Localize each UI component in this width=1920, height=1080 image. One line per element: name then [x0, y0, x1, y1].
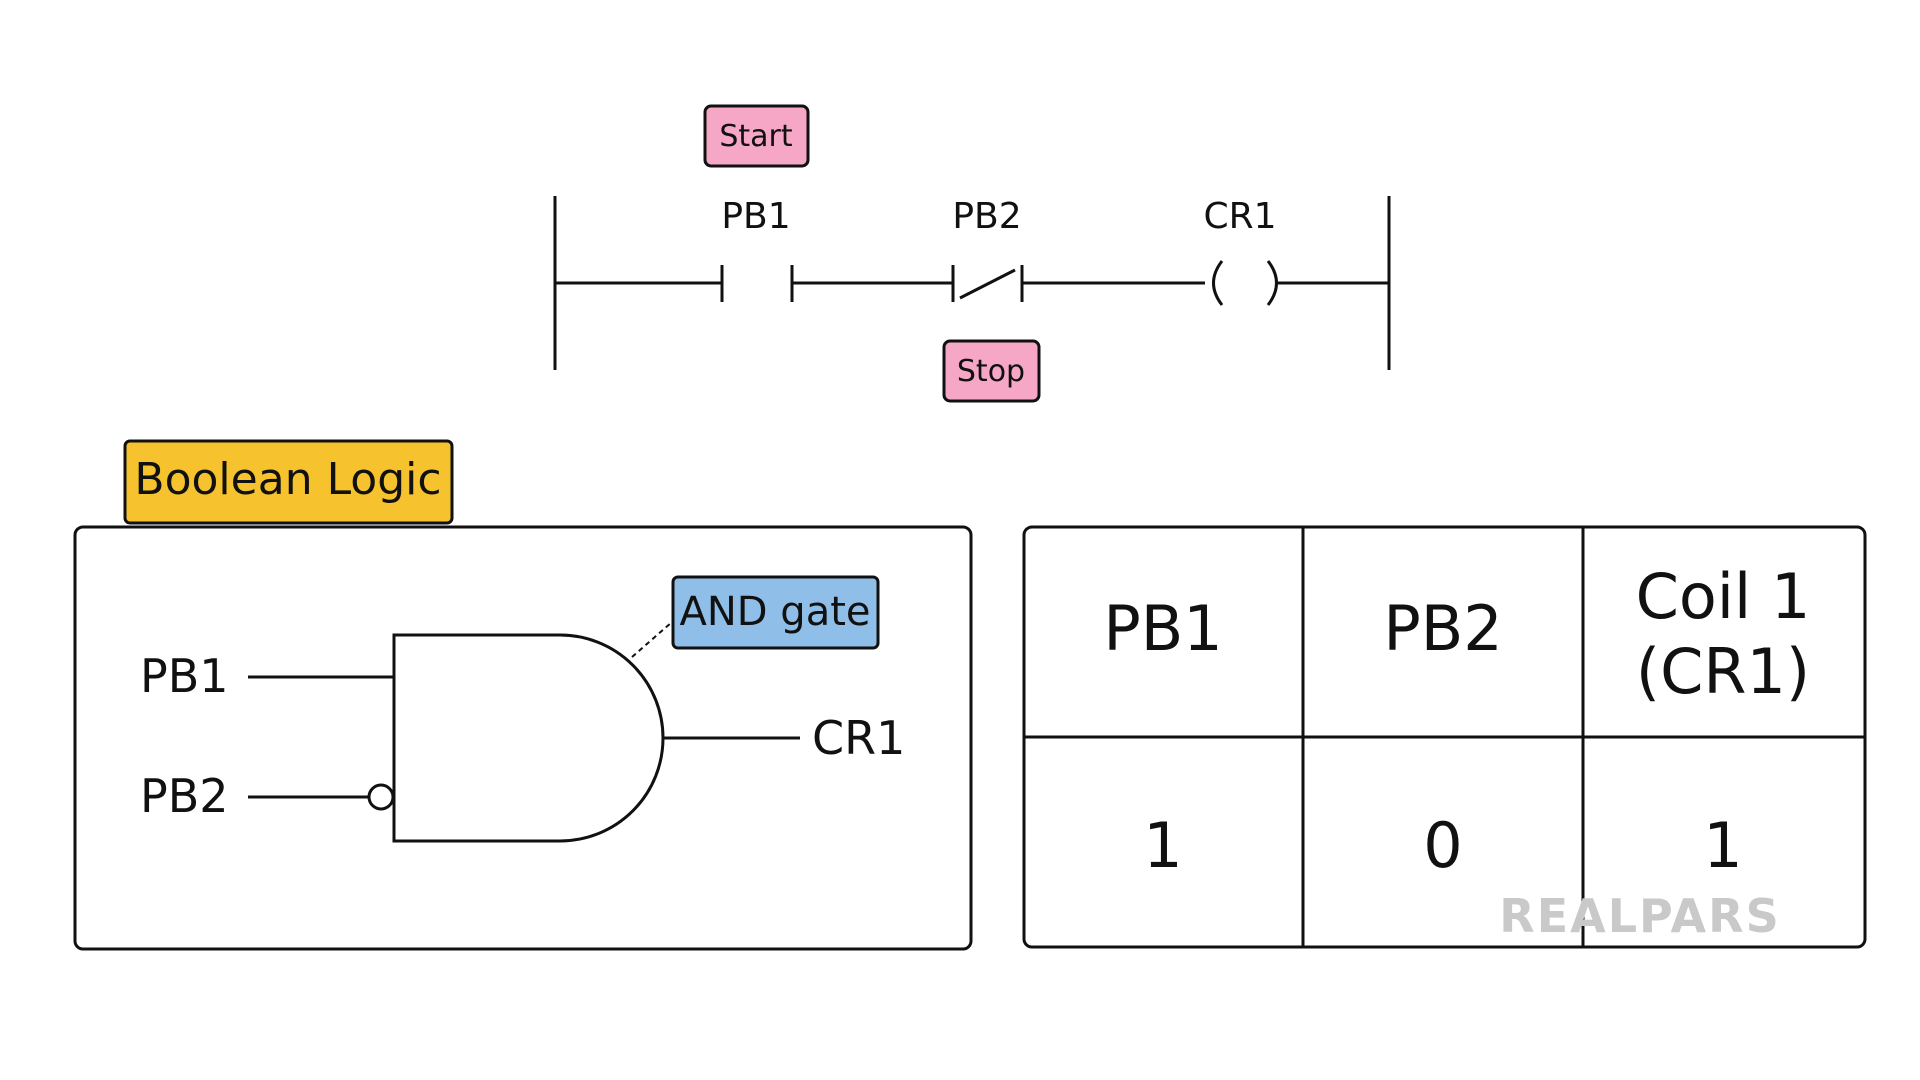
and-gate-symbol — [248, 621, 800, 843]
truth-table: PB1 PB2 Coil 1 (CR1) 1 0 1 REALPARS — [1022, 525, 1867, 949]
ladder-rung: PB1 PB2 CR1 Start Stop — [553, 104, 1391, 403]
boolean-logic-tag: Boolean Logic — [123, 439, 454, 525]
cr1-ladder-label: CR1 — [1203, 196, 1276, 237]
cr1-coil — [1212, 260, 1278, 306]
and-gate-tag-label: AND gate — [680, 589, 871, 635]
header-cell-pb1: PB1 — [1103, 592, 1222, 665]
header-cell-pb2: PB2 — [1383, 592, 1502, 665]
boolean-logic-title: Boolean Logic — [134, 454, 441, 505]
pb2-ladder-label: PB2 — [952, 196, 1021, 237]
pb2-gate-input-label: PB2 — [140, 769, 229, 823]
pb1-gate-input-label: PB1 — [140, 649, 229, 703]
pb2-normally-closed-contact — [951, 265, 1024, 302]
start-tag-label: Start — [719, 119, 793, 154]
value-cell-pb2: 0 — [1423, 809, 1462, 882]
stop-tag: Stop — [942, 339, 1041, 403]
and-gate-tag: AND gate — [671, 575, 880, 650]
stop-tag-label: Stop — [957, 354, 1025, 389]
pb1-normally-open-contact — [720, 265, 794, 302]
header-cell-coil1-line2: (CR1) — [1636, 635, 1810, 708]
value-cell-pb1: 1 — [1143, 809, 1182, 882]
boolean-logic-panel: Boolean Logic PB1 PB2 CR1 AND gate — [73, 439, 973, 951]
pb1-ladder-label: PB1 — [721, 196, 790, 237]
inverter-bubble — [367, 783, 395, 811]
start-tag: Start — [703, 104, 810, 168]
cr1-gate-output-label: CR1 — [812, 711, 905, 765]
value-cell-cr1: 1 — [1703, 809, 1742, 882]
realpars-watermark: REALPARS — [1499, 889, 1780, 943]
header-cell-coil1-line1: Coil 1 — [1636, 560, 1811, 633]
